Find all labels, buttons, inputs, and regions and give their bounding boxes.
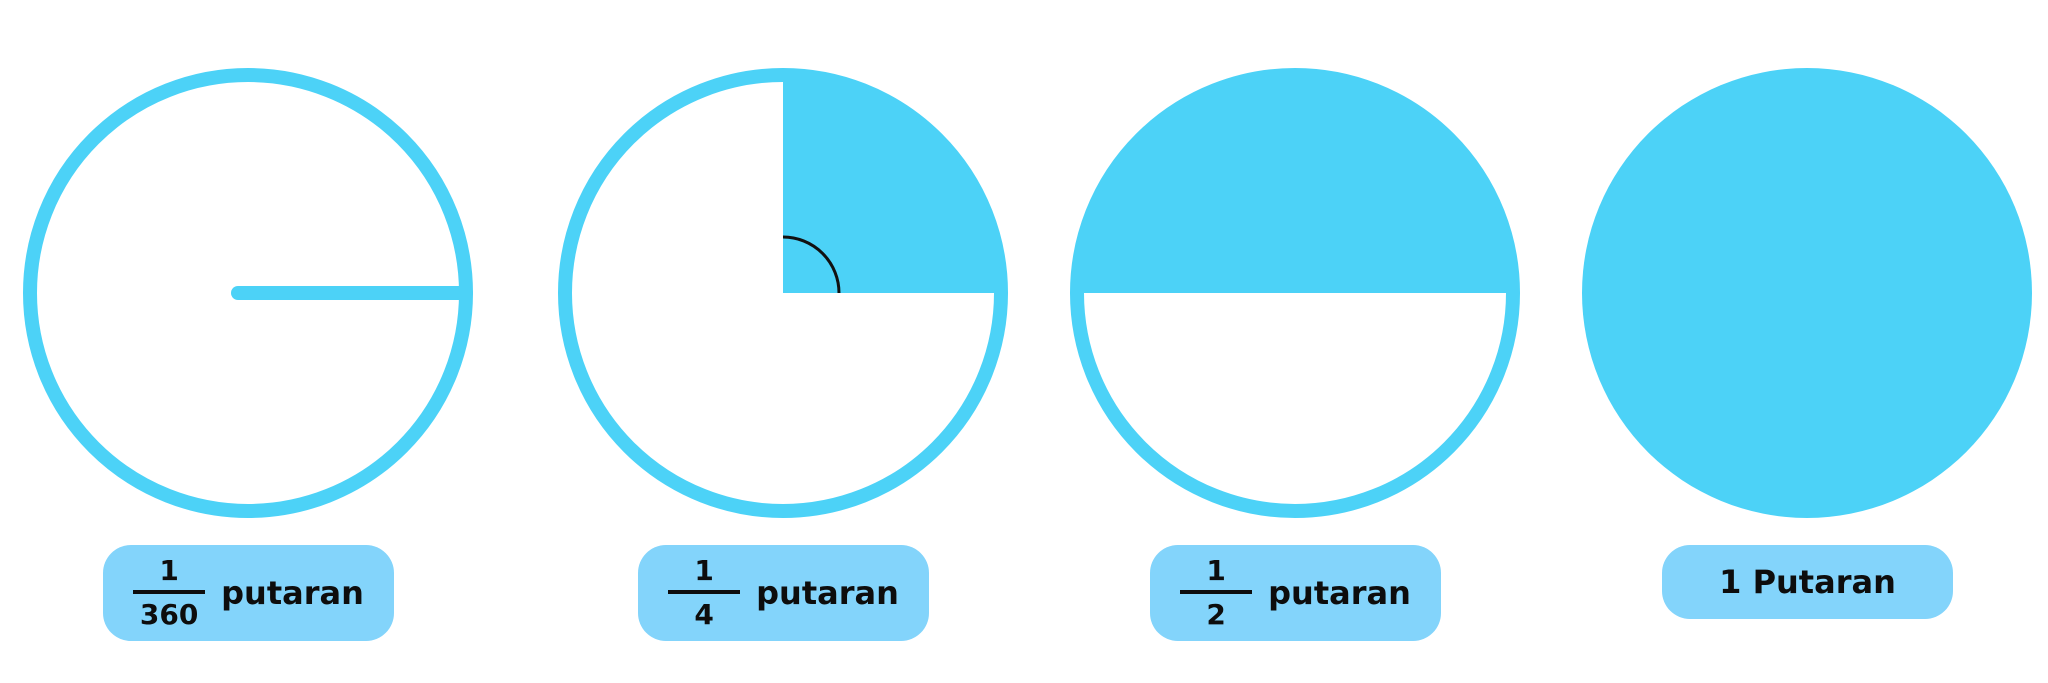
fraction: 1 360 [133,554,206,631]
fraction: 1 4 [668,554,741,631]
half-sector [1077,75,1513,293]
label-text: 1 Putaran [1719,563,1896,601]
fraction-bar [1180,590,1253,594]
label-word: putaran [756,574,899,612]
right-angle-arc [782,235,841,294]
label-word: putaran [1268,574,1411,612]
fraction-numerator: 1 [694,554,714,587]
fraction-denominator: 2 [1206,598,1226,631]
label-half-turn: 1 2 putaran [1150,545,1441,641]
fraction-denominator: 360 [139,598,199,631]
label-word: putaran [221,574,364,612]
label-full-turn: 1 Putaran [1662,545,1953,619]
label-one-360th-turn: 1 360 putaran [103,545,394,641]
fraction-bar [668,590,741,594]
circle-one-360th-turn [23,68,473,518]
fraction-denominator: 4 [694,598,714,631]
circle-half-turn [1070,68,1520,518]
label-quarter-turn: 1 4 putaran [638,545,929,641]
fraction-numerator: 1 [159,554,179,587]
fraction-numerator: 1 [1206,554,1226,587]
quarter-sector [783,75,1001,293]
circle-full-turn [1582,68,2032,518]
fraction: 1 2 [1180,554,1253,631]
full-disc [1582,68,2032,518]
fraction-bar [133,590,206,594]
circle-quarter-turn [558,68,1008,518]
